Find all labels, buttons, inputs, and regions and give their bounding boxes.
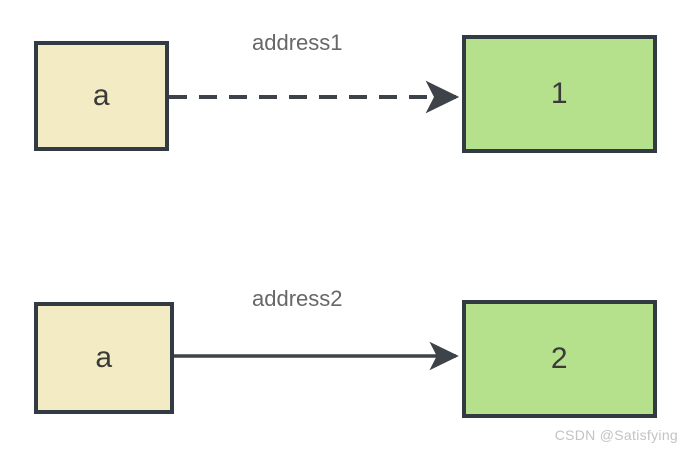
value-box-2-label: 2 — [550, 342, 569, 375]
edge-label-address2: address2 — [252, 286, 343, 311]
variable-box-a-row2-label: a — [95, 341, 113, 374]
variable-box-a-row1[interactable]: a — [34, 41, 169, 151]
variable-box-a-row2[interactable]: a — [34, 302, 174, 414]
variable-box-a-row1-label: a — [92, 79, 111, 112]
value-box-2[interactable]: 2 — [462, 300, 657, 418]
value-box-1[interactable]: 1 — [462, 35, 657, 153]
value-box-1-label: 1 — [550, 77, 569, 110]
edge-label-address1: address1 — [252, 30, 343, 55]
watermark-text: CSDN @Satisfying — [554, 427, 678, 443]
